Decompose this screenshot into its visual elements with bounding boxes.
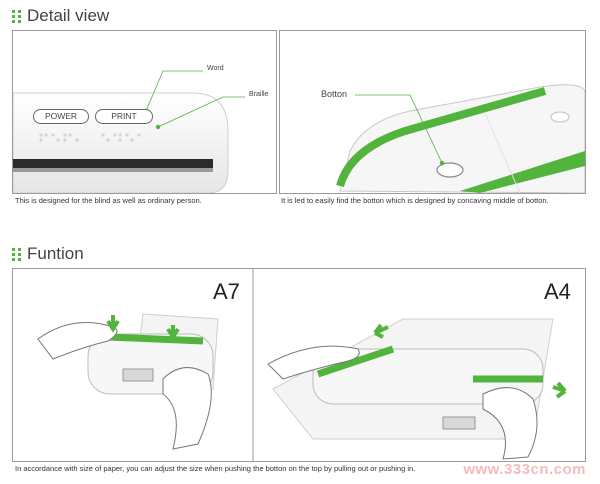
word-annotation: Word	[207, 65, 224, 72]
braille-annotation: Braille	[249, 91, 269, 98]
detail-right-caption: It is led to easily find the botton whic…	[281, 196, 549, 205]
watermark: www.333cn.com	[463, 461, 586, 478]
botton-annotation: Botton	[321, 89, 348, 99]
section-dots-icon	[12, 10, 21, 23]
a7-size-label: A7	[213, 279, 240, 304]
power-button: POWER	[33, 109, 89, 124]
detail-panel-left: POWER PRINT Word Braille	[12, 30, 277, 194]
function-illustration	[37, 269, 567, 461]
printer-topview-illustration	[336, 84, 585, 193]
function-title: Funtion	[27, 244, 84, 263]
detail-panel-right: Botton	[279, 30, 586, 194]
detail-view-title: Detail view	[27, 6, 110, 25]
function-heading: Funtion	[12, 244, 84, 264]
a4-size-label: A4	[544, 279, 571, 304]
function-panel: A7 A4	[12, 268, 586, 462]
section-dots-icon	[12, 248, 21, 261]
detail-left-caption: This is designed for the blind as well a…	[15, 196, 202, 205]
function-caption: In accordance with size of paper, you ca…	[15, 464, 416, 473]
detail-view-heading: Detail view	[12, 6, 109, 26]
print-button: PRINT	[95, 109, 153, 124]
